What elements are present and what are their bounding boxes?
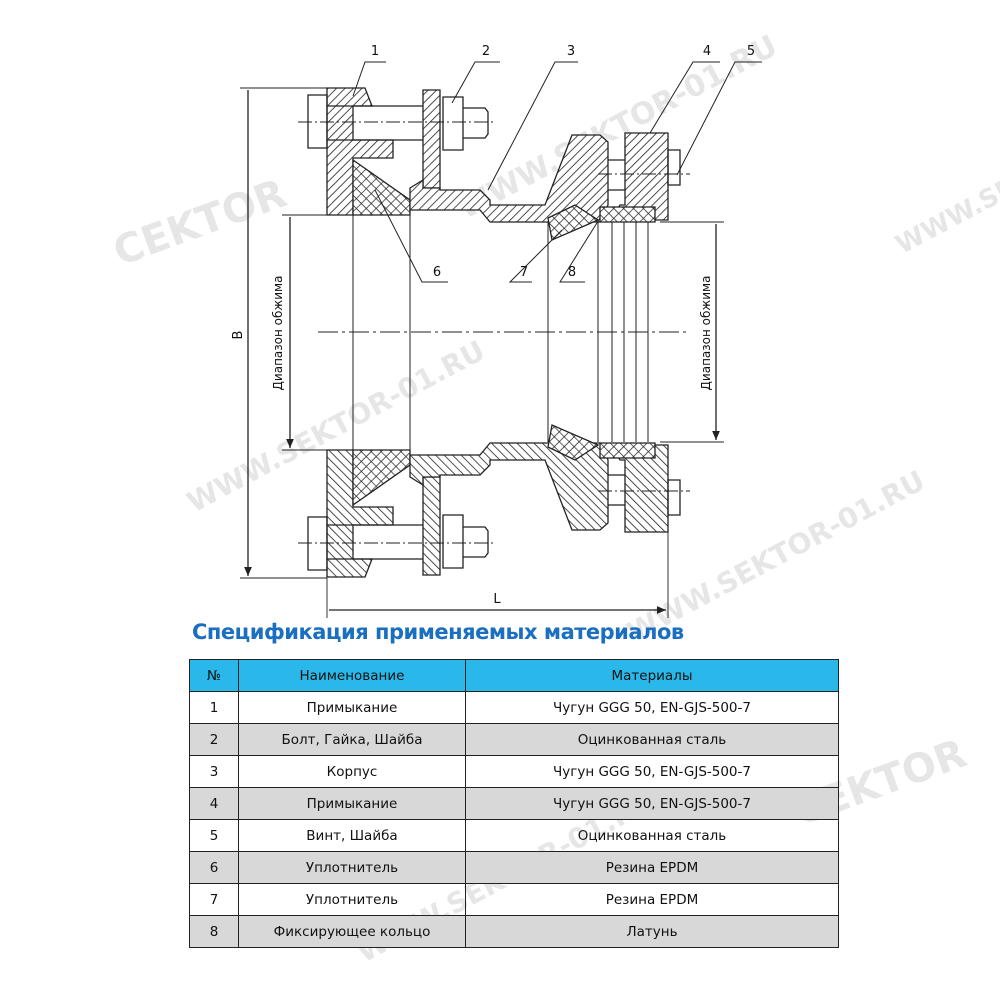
cell-name: Болт, Гайка, Шайба (238, 723, 466, 756)
cell-name: Примыкание (238, 787, 466, 820)
cell-number: 4 (189, 787, 239, 820)
coupling-section-drawing: 1 2 3 4 5 6 7 8 B L Диапазон обжима Диап… (231, 44, 762, 620)
part-3-body (409, 134, 609, 223)
cell-name: Винт, Шайба (238, 819, 466, 852)
range-label-left: Диапазон обжима (271, 276, 285, 391)
cell-name: Фиксирующее кольцо (238, 915, 466, 948)
cell-material: Чугун GGG 50, EN-GJS-500-7 (465, 755, 839, 788)
part-8-ring (599, 206, 656, 223)
cell-number: 6 (189, 851, 239, 884)
cell-number: 7 (189, 883, 239, 916)
cell-name: Корпус (238, 755, 466, 788)
cell-material: Резина EPDM (465, 883, 839, 916)
dim-l-label: L (493, 592, 501, 607)
callout-5: 5 (747, 44, 755, 59)
bolt-nut (442, 96, 464, 151)
cell-material: Чугун GGG 50, EN-GJS-500-7 (465, 691, 839, 724)
callout-4: 4 (703, 44, 711, 59)
callout-1: 1 (371, 44, 379, 59)
range-label-right: Диапазон обжима (699, 276, 713, 391)
dim-b-label: B (231, 331, 246, 340)
bolt-head (307, 94, 328, 149)
cell-number: 2 (189, 723, 239, 756)
cell-number: 5 (189, 819, 239, 852)
cell-number: 8 (189, 915, 239, 948)
header-name: Наименование (238, 659, 466, 692)
spec-title: Спецификация применяемых материалов (192, 620, 684, 644)
screw-head (667, 149, 681, 186)
header-number: № (189, 659, 239, 692)
part-2-flange-ring (422, 89, 441, 189)
bolt-shaft (327, 105, 423, 141)
cell-material: Латунь (465, 915, 839, 948)
cell-name: Примыкание (238, 691, 466, 724)
bolt-tail (463, 107, 489, 139)
callout-2: 2 (482, 44, 490, 59)
callout-7: 7 (520, 265, 528, 280)
cell-material: Оцинкованная сталь (465, 723, 839, 756)
header-materials: Материалы (465, 659, 839, 692)
cell-name: Уплотнитель (238, 851, 466, 884)
callout-8: 8 (568, 265, 576, 280)
section-top-half (298, 87, 690, 241)
callout-3: 3 (567, 44, 575, 59)
cell-material: Резина EPDM (465, 851, 839, 884)
part-6-seal (352, 158, 411, 216)
callout-6: 6 (433, 265, 441, 280)
table-header-row: № Наименование Материалы (189, 659, 839, 692)
cell-number: 1 (189, 691, 239, 724)
cell-material: Чугун GGG 50, EN-GJS-500-7 (465, 787, 839, 820)
cell-material: Оцинкованная сталь (465, 819, 839, 852)
cell-name: Уплотнитель (238, 883, 466, 916)
screw (608, 159, 625, 191)
cell-number: 3 (189, 755, 239, 788)
